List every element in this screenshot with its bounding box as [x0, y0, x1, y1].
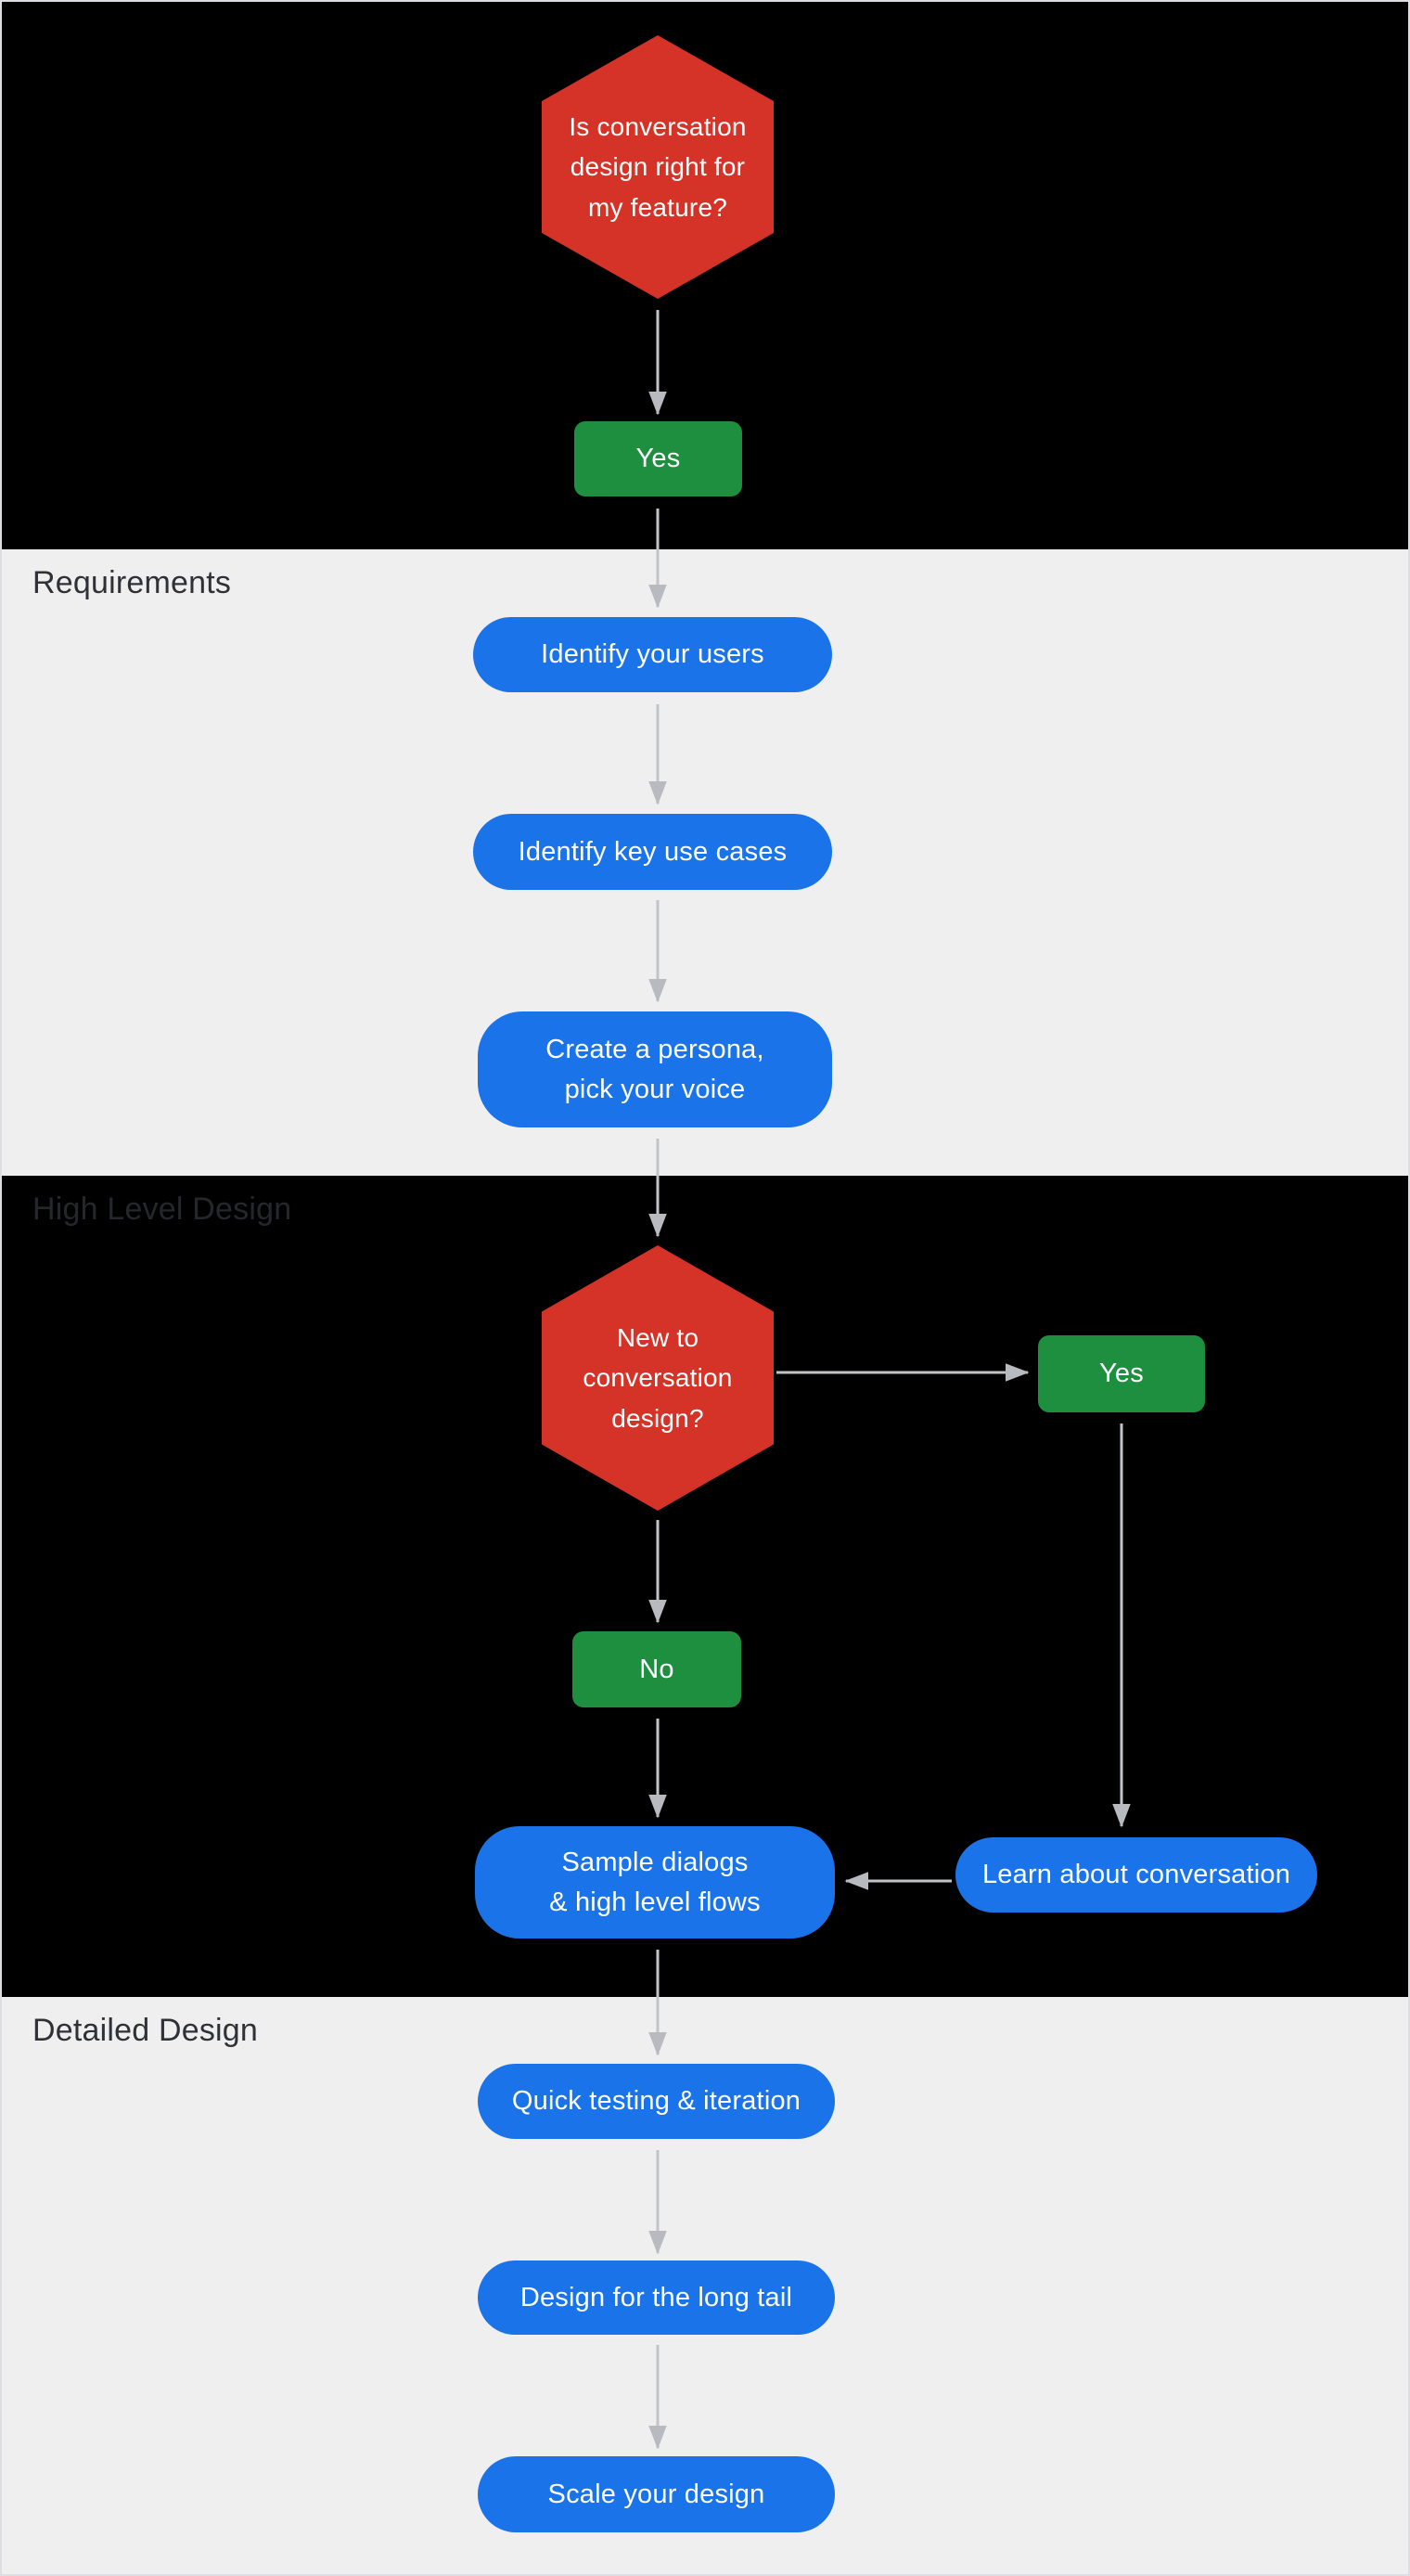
step-identify-key-use-cases: Identify key use cases: [473, 814, 832, 890]
step-design-for-long-tail: Design for the long tail: [478, 2260, 835, 2335]
answer-new-no-label: No: [639, 1654, 674, 1684]
step-identify-your-users: Identify your users: [473, 617, 832, 692]
answer-new-yes: Yes: [1038, 1335, 1205, 1412]
answer-fit-yes: Yes: [574, 421, 742, 496]
step-quick-testing-iteration: Quick testing & iteration: [478, 2064, 835, 2139]
step-identify-key-use-cases-label: Identify key use cases: [518, 836, 788, 867]
decision-conversation-design-fit-label: Is conversation design right for my feat…: [569, 111, 747, 222]
step-scale-your-design-label: Scale your design: [547, 2479, 765, 2509]
section-label-detailed-design: Detailed Design: [32, 2013, 259, 2048]
step-create-persona-pick-voice: Create a persona, pick your voice: [478, 1011, 832, 1127]
decision-conversation-design-fit: Is conversation design right for my feat…: [542, 35, 774, 299]
decision-new-to-conversation-design-label: New to conversation design?: [583, 1322, 733, 1433]
step-learn-about-conversation-label: Learn about conversation: [981, 1860, 1291, 1890]
step-identify-your-users-label: Identify your users: [541, 639, 764, 670]
step-sample-dialogs-high-level-flows-label: Sample dialogs & high level flows: [549, 1848, 761, 1917]
step-design-for-long-tail-label: Design for the long tail: [519, 2282, 793, 2312]
step-sample-dialogs-high-level-flows: Sample dialogs & high level flows: [475, 1826, 835, 1938]
answer-fit-yes-label: Yes: [635, 444, 681, 474]
step-create-persona-pick-voice-label: Create a persona, pick your voice: [545, 1035, 764, 1104]
step-scale-your-design: Scale your design: [478, 2456, 835, 2532]
section-label-high-level-design: High Level Design: [32, 1191, 292, 1227]
section-label-requirements: Requirements: [32, 565, 232, 600]
answer-new-no: No: [572, 1631, 741, 1707]
answer-new-yes-label: Yes: [1099, 1359, 1144, 1389]
step-learn-about-conversation: Learn about conversation: [955, 1837, 1317, 1913]
step-quick-testing-iteration-label: Quick testing & iteration: [511, 2086, 801, 2117]
